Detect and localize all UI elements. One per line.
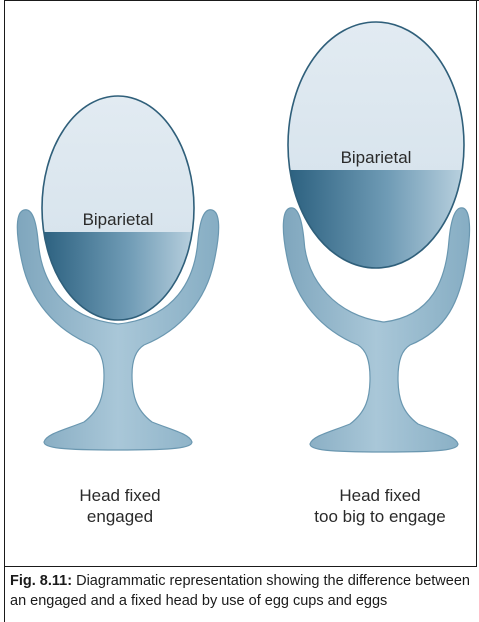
right-caption-line1: Head fixed [339, 486, 421, 505]
figure-caption-text: Diagrammatic representation showing the … [10, 573, 470, 609]
egg-cup-illustration [16, 21, 471, 453]
right-egg [287, 21, 465, 269]
left-caption-line1: Head fixed [79, 486, 161, 505]
figure-caption: Fig. 8.11: Diagrammatic representation s… [10, 572, 472, 611]
right-egg-cup [282, 207, 471, 453]
right-biparietal-label: Biparietal [340, 148, 412, 167]
right-cup-body [282, 207, 471, 453]
left-egg-cup [16, 209, 220, 451]
left-cup-body [16, 209, 220, 451]
frame-border-top [4, 0, 479, 1]
left-caption-line2: engaged [86, 507, 154, 526]
left-biparietal-label: Biparietal [82, 210, 154, 229]
figure-number: Fig. 8.11: [10, 573, 73, 589]
right-caption-line2: too big to engage [314, 507, 446, 526]
frame-border-bottom [4, 566, 477, 567]
frame-border-right [476, 0, 477, 566]
frame-border-left [4, 0, 5, 622]
